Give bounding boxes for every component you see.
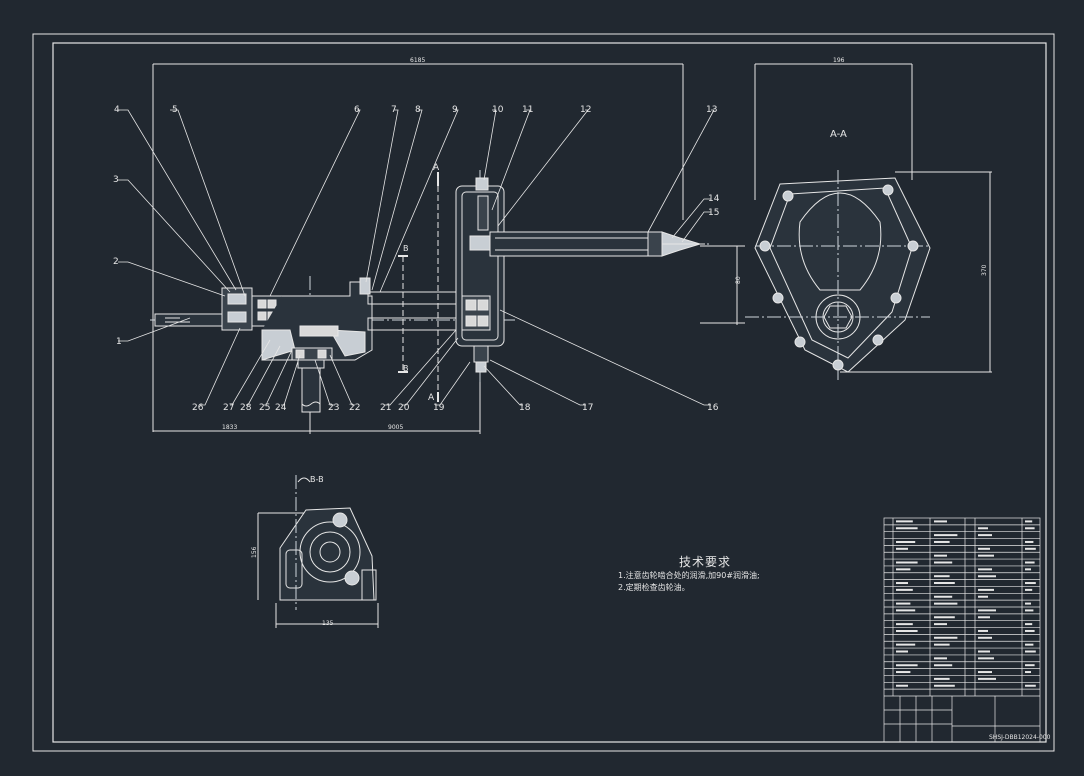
- drawing-number: SHSJ-DBB12024-000: [989, 734, 1051, 741]
- part-label-5: 5: [172, 105, 178, 115]
- dim-right-vertical: 80: [735, 276, 742, 284]
- tech-requirement-2: 2.定期检查齿轮油。: [618, 583, 690, 592]
- section-aa-label: A-A: [830, 129, 847, 140]
- part-label-24: 24: [275, 403, 287, 413]
- part-label-9: 9: [452, 105, 458, 115]
- cut-label-b-bottom: B: [403, 364, 409, 373]
- part-label-13: 13: [706, 105, 717, 115]
- cut-label-b-top: B: [403, 244, 409, 253]
- parts-list-table: [883, 517, 1041, 743]
- part-label-25: 25: [259, 403, 270, 413]
- outer-frame: [32, 33, 1055, 752]
- part-label-17: 17: [582, 403, 593, 413]
- part-label-3: 3: [113, 175, 119, 185]
- part-label-12: 12: [580, 105, 591, 115]
- inner-frame: [52, 42, 1047, 743]
- part-label-21: 21: [380, 403, 391, 413]
- section-bb-label: B-B: [310, 475, 324, 484]
- tech-requirement-1: 1.注意齿轮啮合处的润滑,加90#润滑油;: [618, 571, 760, 580]
- dim-bottom-right: 9005: [388, 424, 403, 431]
- section-bb-view: [257, 475, 379, 628]
- part-label-1: 1: [116, 337, 122, 347]
- cut-label-a-bottom: A: [428, 393, 435, 403]
- part-label-26: 26: [192, 403, 204, 413]
- part-label-27: 27: [223, 403, 234, 413]
- part-label-2: 2: [113, 257, 119, 267]
- dim-bb-height: 156: [251, 546, 258, 558]
- dim-aa-width: 196: [833, 57, 845, 64]
- part-label-8: 8: [415, 105, 421, 115]
- part-label-22: 22: [349, 403, 360, 413]
- part-label-7: 7: [391, 105, 397, 115]
- part-label-28: 28: [240, 403, 252, 413]
- dim-top-overall: 6185: [410, 57, 425, 64]
- part-labels: 1 2 3 4 5 6 7 8 9 10 11 12 13 14 15 16 1…: [113, 105, 720, 413]
- part-label-11: 11: [522, 105, 533, 115]
- section-aa-view: [745, 63, 992, 380]
- leader-lines: [118, 109, 715, 406]
- part-label-18: 18: [519, 403, 531, 413]
- aa-bolt-holes: [759, 184, 919, 371]
- main-view: [150, 63, 745, 434]
- part-label-15: 15: [708, 208, 719, 218]
- dim-bottom-left: 1833: [222, 424, 237, 431]
- cut-label-a-top: A: [433, 163, 440, 173]
- part-label-19: 19: [433, 403, 445, 413]
- part-label-4: 4: [114, 105, 120, 115]
- part-label-23: 23: [328, 403, 339, 413]
- part-label-6: 6: [354, 105, 360, 115]
- part-label-14: 14: [708, 194, 720, 204]
- part-label-16: 16: [707, 403, 719, 413]
- part-label-20: 20: [398, 403, 410, 413]
- part-label-10: 10: [492, 105, 504, 115]
- dim-aa-height: 370: [981, 264, 988, 276]
- tech-requirements-title: 技术要求: [679, 555, 732, 569]
